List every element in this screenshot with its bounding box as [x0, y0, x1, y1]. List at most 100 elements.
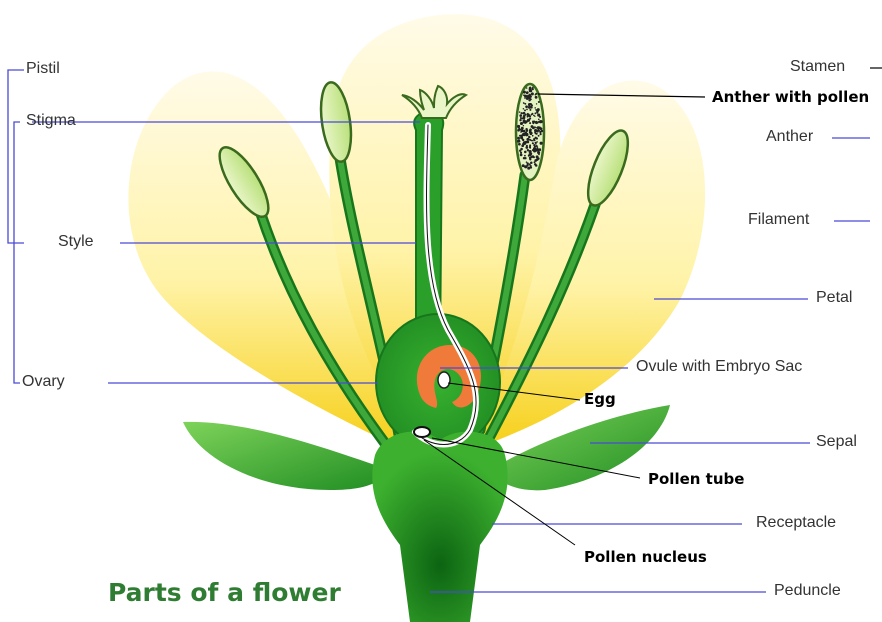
pollen-grain	[522, 133, 525, 136]
pollen-grain	[520, 122, 523, 125]
label-pollen-nucleus: Pollen nucleus	[584, 548, 707, 566]
pollen-grain	[530, 90, 533, 93]
pollen-grain	[519, 111, 520, 112]
pollen-grain	[530, 151, 532, 153]
pollen-grain	[540, 121, 542, 123]
pollen-grain	[522, 139, 524, 141]
pollen-grain	[521, 112, 523, 114]
pollen-grain	[530, 132, 533, 135]
pollen-grain	[519, 119, 521, 121]
pollen-grain	[517, 137, 520, 140]
pollen-grain	[518, 139, 520, 141]
pollen-grain	[534, 107, 536, 109]
pollen-grain	[530, 103, 532, 105]
pollen-grain	[527, 162, 529, 164]
pollen-grain	[524, 112, 526, 114]
pollen-grain	[532, 140, 534, 142]
pollen-grain	[541, 130, 544, 133]
pollen-grain	[519, 114, 522, 117]
label-anther: Anther	[766, 128, 813, 146]
pollen-grain	[526, 130, 528, 132]
pollen-grain	[523, 108, 525, 110]
pollen-grain	[529, 87, 532, 90]
pistil-bracket	[8, 70, 24, 383]
pollen-grain	[527, 141, 530, 144]
label-ovary: Ovary	[22, 373, 65, 391]
pollen-grain	[534, 161, 536, 163]
pollen-grain	[528, 136, 530, 138]
pollen-grain	[526, 138, 529, 141]
pollen-grain	[519, 149, 521, 151]
label-peduncle: Peduncle	[774, 582, 841, 600]
pollen-grain	[540, 142, 543, 145]
pollen-grain	[533, 156, 535, 158]
pollen-grain	[537, 122, 539, 124]
pollen-grain	[524, 142, 526, 144]
pollen-grain	[526, 164, 528, 166]
pollen-grain	[537, 114, 540, 117]
pollen-grain	[536, 155, 539, 158]
pollen-grain	[529, 109, 531, 111]
pollen-grain	[524, 155, 526, 157]
pollen-grain	[535, 137, 537, 139]
pollen-grain	[524, 121, 527, 124]
pollen-grain	[534, 126, 536, 128]
pollen-grain	[527, 119, 530, 122]
pollen-grain	[528, 153, 531, 156]
pollen-grain	[530, 106, 533, 109]
pollen-grain	[539, 149, 541, 151]
sepal-left	[183, 422, 390, 490]
label-stamen: Stamen	[790, 58, 845, 76]
pollen-grain	[524, 103, 526, 105]
pollen-grain	[538, 101, 540, 103]
pollen-grain	[523, 102, 525, 104]
label-petal: Petal	[816, 289, 852, 307]
pollen-grain	[536, 110, 538, 112]
pollen-grain	[536, 112, 538, 114]
pollen-grain	[536, 146, 537, 147]
pollen-grain	[532, 135, 534, 137]
pollen-grain	[526, 91, 529, 94]
pollen-grain	[536, 158, 539, 161]
pollen-grain	[530, 98, 532, 100]
label-ovule: Ovule with Embryo Sac	[636, 358, 802, 376]
label-filament: Filament	[748, 211, 809, 229]
pollen-grain	[529, 164, 531, 166]
pollen-grain	[520, 117, 522, 119]
pollen-grain	[529, 95, 532, 98]
pollen-grain	[532, 121, 535, 124]
label-pollen-tube: Pollen tube	[648, 470, 744, 488]
pollen-grain	[538, 154, 540, 156]
pollen-grain	[521, 127, 524, 130]
pollen-grain	[520, 154, 523, 157]
pollen-grain	[537, 126, 540, 129]
pollen-grain	[522, 116, 525, 119]
pollen-grain	[535, 96, 538, 99]
pollen-grain	[529, 146, 531, 148]
pollen-grain	[531, 92, 534, 95]
pollen-grain	[540, 133, 541, 134]
pollen-grain	[523, 131, 524, 132]
pollen-grain	[535, 93, 537, 95]
pollen-grain	[517, 125, 520, 128]
pollen-grain	[525, 128, 527, 130]
pollen-grain	[526, 87, 527, 88]
pollen-grain	[532, 87, 534, 89]
pollen-grain	[532, 142, 534, 144]
pollen-grain	[531, 125, 534, 128]
pollen-grain	[524, 151, 527, 154]
diagram-title: Parts of a flower	[108, 578, 341, 607]
pollen-grain	[531, 156, 532, 157]
pollen-grain	[538, 118, 540, 120]
pollen-grain	[520, 152, 522, 154]
pollen-grain	[526, 145, 528, 147]
label-sepal: Sepal	[816, 433, 857, 451]
label-anther-with-pollen: Anther with pollen	[712, 88, 869, 106]
label-stigma: Stigma	[26, 112, 76, 130]
pollen-grain	[523, 157, 525, 159]
pollen-grain	[525, 114, 527, 116]
pollen-grain	[528, 105, 529, 106]
pollen-grain	[529, 122, 531, 124]
pollen-grain	[536, 103, 537, 104]
receptacle	[372, 432, 507, 622]
